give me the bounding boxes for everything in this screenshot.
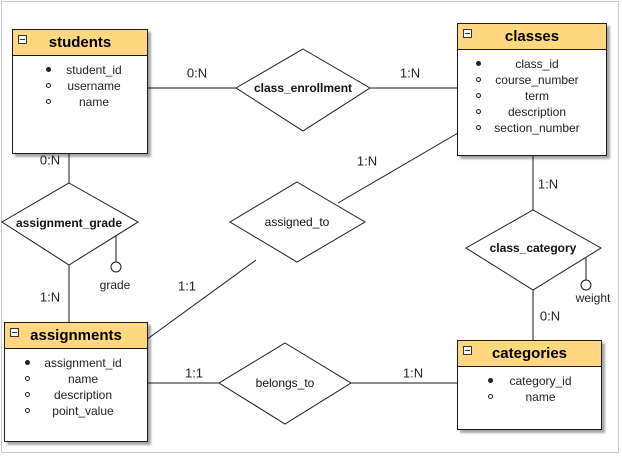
attribute-bullet-icon [488, 394, 493, 399]
diamond-class-category[interactable] [465, 209, 602, 291]
attribute-list: category_id name [458, 367, 601, 405]
attribute-bullet-icon [476, 77, 481, 82]
attribute-bullet-icon [476, 93, 481, 98]
diamond-assignment-grade[interactable] [1, 182, 139, 266]
cardinality-classes-category: 1:N [537, 176, 559, 192]
attribute-course-number: course_number [458, 72, 606, 88]
attribute-bullet-icon [476, 125, 481, 130]
cardinality-categories-belongs: 1:N [402, 365, 424, 381]
attribute-bullet-icon [476, 109, 481, 114]
attribute-username: username [13, 78, 147, 94]
collapse-icon[interactable] [18, 35, 27, 44]
attribute-student-id: student_id [13, 62, 147, 78]
entity-title: classes [504, 28, 560, 45]
entity-students[interactable]: students student_id username name [12, 29, 148, 154]
cardinality-categories-category: 0:N [539, 308, 561, 324]
cardinality-assignments-grade: 1:N [39, 289, 61, 305]
relationship-label-class-enrollment: class_enrollment [253, 81, 353, 95]
attribute-label-weight: weight [575, 291, 611, 305]
attribute-assignment-id: assignment_id [5, 355, 147, 371]
primary-key-bullet-icon [488, 378, 493, 383]
attribute-label-grade: grade [99, 278, 131, 292]
relationship-label-belongs-to: belongs_to [255, 376, 315, 390]
entity-categories[interactable]: categories category_id name [457, 340, 602, 430]
entity-title: categories [491, 345, 568, 362]
entity-classes-header[interactable]: classes [458, 24, 606, 50]
cardinality-students-grade: 0:N [39, 152, 61, 168]
cardinality-assignments-assigned: 1:1 [177, 278, 197, 294]
primary-key-bullet-icon [25, 360, 30, 365]
entity-categories-header[interactable]: categories [458, 341, 601, 367]
attribute-category-id: category_id [458, 373, 601, 389]
attribute-term: term [458, 88, 606, 104]
attribute-name: name [458, 389, 601, 405]
attribute-list: assignment_id name description point_val… [5, 349, 147, 419]
entity-assignments[interactable]: assignments assignment_id name descripti… [4, 322, 148, 442]
attribute-bullet-icon [25, 392, 30, 397]
attribute-point-value: point_value [5, 403, 147, 419]
cardinality-assignments-belongs: 1:1 [184, 365, 204, 381]
entity-students-header[interactable]: students [13, 30, 147, 56]
attribute-name: name [5, 371, 147, 387]
attribute-description: description [458, 104, 606, 120]
attribute-section-number: section_number [458, 120, 606, 136]
attribute-bullet-icon [25, 376, 30, 381]
attribute-description: description [5, 387, 147, 403]
collapse-icon[interactable] [463, 29, 472, 38]
attribute-bullet-icon [25, 408, 30, 413]
diamond-assigned-to[interactable] [229, 181, 366, 263]
attribute-name: name [13, 94, 147, 110]
diamond-belongs-to[interactable] [218, 342, 352, 425]
relationship-label-class-category: class_category [489, 241, 577, 255]
weight-attribute-circle [580, 279, 592, 291]
cardinality-students-enrollment: 0:N [186, 65, 208, 81]
entity-title: students [48, 34, 112, 51]
cardinality-classes-assigned: 1:N [356, 153, 378, 169]
grade-attribute-circle [110, 261, 122, 273]
collapse-icon[interactable] [463, 346, 472, 355]
attribute-list: student_id username name [13, 56, 147, 110]
entity-assignments-header[interactable]: assignments [5, 323, 147, 349]
collapse-icon[interactable] [10, 328, 19, 337]
diamond-class-enrollment[interactable] [235, 48, 371, 132]
cardinality-classes-enrollment: 1:N [399, 65, 421, 81]
line-classes-assigned [337, 132, 459, 204]
relationship-label-assigned-to: assigned_to [264, 215, 330, 229]
attribute-class-id: class_id [458, 56, 606, 72]
primary-key-bullet-icon [46, 67, 51, 72]
entity-title: assignments [30, 327, 122, 344]
attribute-list: class_id course_number term description … [458, 50, 606, 136]
primary-key-bullet-icon [476, 61, 481, 66]
attribute-bullet-icon [46, 99, 51, 104]
attribute-bullet-icon [46, 83, 51, 88]
line-assigned-assignments [145, 259, 257, 341]
entity-classes[interactable]: classes class_id course_number term desc… [457, 23, 607, 156]
relationship-label-assignment-grade: assignment_grade [15, 216, 123, 230]
